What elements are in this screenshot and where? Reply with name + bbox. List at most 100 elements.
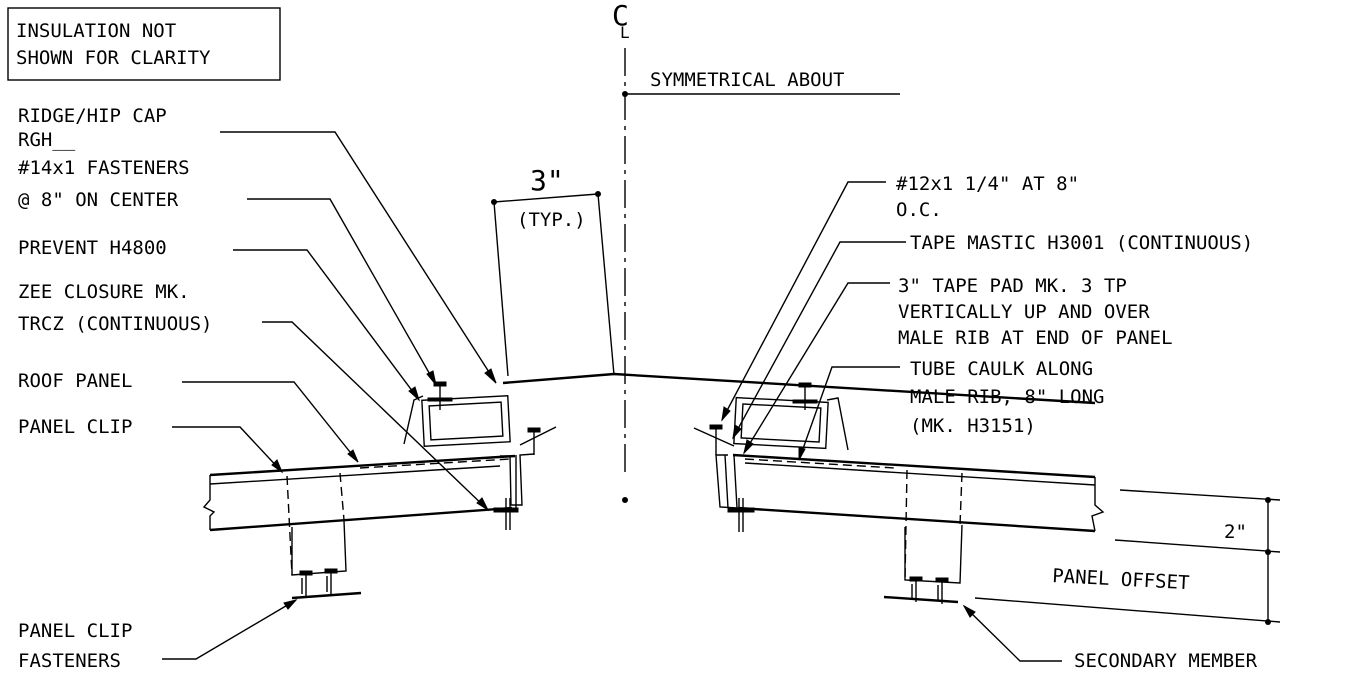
- arrowhead-tape-pad: [743, 439, 754, 455]
- dimension-3in: 3" (TYP.): [491, 164, 615, 377]
- leader-panel-clip: [172, 426, 283, 473]
- left-closure-inner: [428, 401, 504, 441]
- left-clip-hidden-1: [286, 475, 293, 576]
- callout-fasteners-12: #12x1 1/4" AT 8" O.C.: [721, 173, 1079, 422]
- right-rib-fastener: [727, 498, 755, 532]
- dim-dot-middle: [1265, 549, 1271, 555]
- right-panel-rib: [715, 454, 738, 509]
- left-rib-top-fastener: [519, 426, 557, 455]
- right-panel-clip: [904, 524, 963, 584]
- right-secondary-member: [883, 595, 959, 604]
- arrowhead-roof-panel: [347, 449, 359, 463]
- arrowhead-fasteners-12: [721, 406, 731, 422]
- dimension-2in: 2" PANEL OFFSET: [974, 489, 1281, 625]
- note-line-2: SHOWN FOR CLARITY: [16, 47, 211, 69]
- callout-ridge-cap-line-2: RGH__: [18, 129, 76, 151]
- centerline-dot-bottom: [622, 497, 628, 503]
- ext-line-left: [493, 201, 509, 377]
- arrowhead-tape-mastic: [732, 424, 742, 440]
- note-line-1: INSULATION NOT: [16, 20, 176, 42]
- arrowhead-clip-fasteners: [283, 599, 298, 610]
- callout-clip-fasteners: PANEL CLIP FASTENERS: [18, 599, 298, 672]
- arrowhead-ridge-cap: [484, 368, 497, 384]
- callout-clip-fasteners-line-2: FASTENERS: [18, 650, 121, 672]
- callout-zee-closure-line-2: TRCZ (CONTINUOUS): [18, 313, 212, 335]
- callout-zee-closure: ZEE CLOSURE MK. TRCZ (CONTINUOUS): [18, 281, 490, 512]
- callout-ridge-cap-line-1: RIDGE/HIP CAP: [18, 105, 167, 127]
- ext-line-middle: [1114, 539, 1281, 553]
- leader-fasteners-14: [247, 198, 437, 386]
- callout-tape-pad-line-1: 3" TAPE PAD MK. 3 TP: [898, 275, 1127, 297]
- left-clip-hidden-2: [339, 472, 345, 521]
- arrowhead-fasteners-14: [426, 370, 437, 386]
- callout-secondary-member-text: SECONDARY MEMBER: [1074, 650, 1258, 672]
- note-box: [7, 7, 281, 81]
- symmetrical-label: SYMMETRICAL ABOUT: [650, 69, 844, 91]
- callout-tube-caulk-line-1: TUBE CAULK ALONG: [910, 358, 1093, 380]
- right-cap-flange: [826, 397, 849, 451]
- leader-ridge-cap: [220, 131, 497, 384]
- arrowhead-zee-closure: [476, 497, 490, 512]
- callout-fasteners-12-line-1: #12x1 1/4" AT 8": [896, 173, 1079, 195]
- right-panel-inner: [744, 462, 1096, 486]
- dim-dot-right: [595, 191, 601, 197]
- right-panel-break: [1091, 477, 1105, 532]
- right-clip-hidden-2: [959, 472, 963, 526]
- arrowhead-secondary-member: [962, 604, 976, 618]
- callout-fasteners-14: #14x1 FASTENERS @ 8" ON CENTER: [18, 157, 437, 386]
- left-roof-panel-top: [209, 454, 516, 477]
- leader-fasteners-12: [721, 181, 886, 421]
- left-cap-flange: [403, 395, 424, 445]
- left-clip-fasteners: [299, 568, 338, 597]
- dim-value-2in: 2": [1224, 521, 1247, 543]
- leader-roof-panel: [182, 381, 359, 463]
- dim-dot-top: [1265, 497, 1271, 503]
- ridge-cap-outline: [502, 372, 1096, 405]
- left-rib-fastener: [493, 498, 519, 530]
- callout-tube-caulk-line-2: MALE RIB, 8" LONG: [910, 386, 1104, 408]
- leader-tape-mastic: [732, 241, 906, 439]
- callout-prevent-text: PREVENT H4800: [18, 237, 167, 259]
- leader-secondary-member: [963, 605, 1062, 662]
- dim-line-3in: [493, 193, 599, 203]
- right-rib-top-fastener: [693, 424, 735, 455]
- right-cap-fastener: [792, 382, 818, 410]
- callout-fasteners-12-line-2: O.C.: [896, 199, 942, 221]
- dim-value-3in: 3": [530, 164, 564, 197]
- ext-line-right: [597, 193, 615, 376]
- callout-prevent: PREVENT H4800: [18, 237, 421, 402]
- ext-line-bottom: [974, 597, 1281, 623]
- arrowhead-panel-clip: [271, 459, 284, 474]
- leader-tube-caulk: [798, 366, 900, 461]
- arrowhead-prevent: [408, 386, 421, 402]
- left-panel-rib: [500, 453, 535, 506]
- left-panel-assembly: [202, 381, 557, 600]
- insulation-note: INSULATION NOT SHOWN FOR CLARITY: [7, 7, 281, 81]
- ext-line-top: [1119, 489, 1281, 501]
- left-panel-sealant: [359, 458, 511, 469]
- leader-zee-closure: [262, 321, 489, 511]
- dim-dot-left: [491, 199, 497, 205]
- callout-tape-mastic-text: TAPE MASTIC H3001 (CONTINUOUS): [910, 232, 1253, 254]
- callout-zee-closure-line-1: ZEE CLOSURE MK.: [18, 281, 190, 303]
- right-closure-box: [733, 396, 829, 450]
- callout-roof-panel-text: ROOF PANEL: [18, 370, 132, 392]
- left-panel-clip: [291, 520, 347, 576]
- callout-tube-caulk: TUBE CAULK ALONG MALE RIB, 8" LONG (MK. …: [798, 358, 1104, 461]
- right-panel-sealant: [744, 458, 896, 469]
- leader-tape-pad: [743, 282, 890, 454]
- right-roof-panel-bottom: [737, 506, 1096, 533]
- right-roof-panel-top: [732, 453, 1096, 479]
- left-secondary-member: [291, 591, 362, 600]
- centerline: C L SYMMETRICAL ABOUT: [612, 0, 900, 503]
- callout-tape-pad: 3" TAPE PAD MK. 3 TP VERTICALLY UP AND O…: [743, 275, 1173, 455]
- left-panel-inner: [209, 465, 501, 485]
- dim-typ-note: (TYP.): [517, 209, 586, 231]
- callout-tape-pad-line-3: MALE RIB AT END OF PANEL: [898, 327, 1173, 349]
- left-panel-break: [202, 475, 216, 530]
- left-roof-panel-bottom: [209, 506, 513, 532]
- right-zee-closure: [724, 454, 729, 509]
- centerline-symbol-c: C: [612, 0, 629, 32]
- dim-dot-bottom: [1265, 619, 1271, 625]
